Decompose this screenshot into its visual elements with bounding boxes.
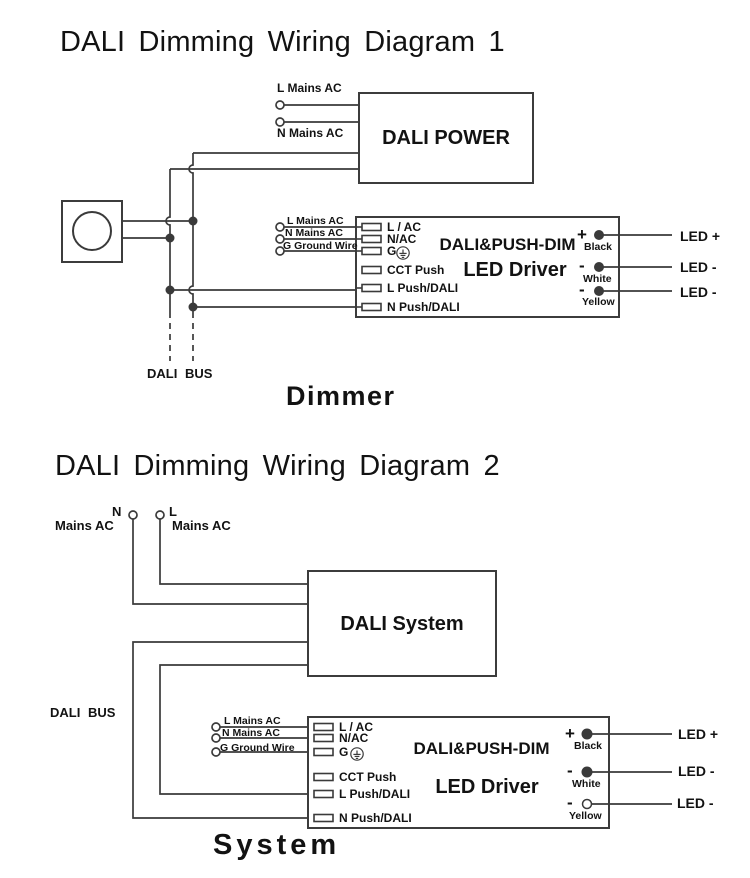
d2-mains-l-label: L (169, 504, 177, 519)
d2-mains-ac-left-label: Mains AC (55, 518, 114, 533)
d2-terminal-label-cct: CCT Push (339, 770, 397, 784)
d2-driver-circle-l (211, 722, 221, 732)
d2-terminal-label-l-ac: L / AC (339, 720, 374, 734)
d2-output-sign-minus2: - (567, 793, 573, 812)
d2-terminal-label-l-push: L Push/DALI (339, 787, 411, 801)
d2-output-color-yellow: Yellow (569, 810, 602, 822)
led-driver-box-1 (355, 216, 620, 318)
d1-input-label-l: L Mains AC (287, 215, 344, 227)
diagram1-title: DALI Dimming Wiring Diagram 1 (60, 26, 505, 58)
d1-led-minus-label2: LED - (680, 284, 717, 300)
dali-system-box: DALI System (307, 570, 497, 677)
d1-terminal-label-cct: CCT Push (387, 263, 445, 277)
d1-caption: Dimmer (286, 381, 396, 411)
d2-driver-circle-n (211, 733, 221, 743)
d2-bus-wire-outer (132, 641, 307, 819)
d1-terminal-label-l-ac: L / AC (387, 220, 422, 234)
diagram2-title: DALI Dimming Wiring Diagram 2 (55, 450, 500, 482)
d2-driver-circle-g (211, 747, 221, 757)
d1-led-plus-label: LED + (680, 228, 721, 244)
d2-terminal-circle-l (155, 510, 165, 520)
d2-led-minus-label2: LED - (677, 795, 714, 811)
d1-output-color-black: Black (584, 241, 613, 253)
d1-bus-vertical-right (188, 153, 194, 318)
d1-terminal-label-n-ac: N/AC (387, 232, 417, 246)
d2-terminal-label-n-ac: N/AC (339, 731, 369, 745)
d2-driver-name-line2: LED Driver (435, 776, 539, 798)
d1-input-label-g: G Ground Wire (283, 240, 358, 252)
d1-driver-name-line2: LED Driver (463, 259, 567, 281)
d2-dali-bus-label: DALI BUS (50, 705, 116, 720)
d2-input-label-n: N Mains AC (222, 727, 280, 739)
d1-driver-circle-l (275, 222, 285, 232)
d1-output-color-white: White (583, 273, 612, 285)
d2-input-label-g: G Ground Wire (220, 742, 295, 754)
d2-led-plus-label: LED + (678, 726, 719, 742)
led-driver-box-2 (307, 716, 610, 829)
d1-power-input-label-n: N Mains AC (277, 126, 344, 140)
dali-power-box: DALI POWER (358, 92, 534, 184)
dali-system-label: DALI System (340, 612, 464, 635)
d2-mains-ac-right-label: Mains AC (172, 518, 231, 533)
d1-led-minus-label1: LED - (680, 259, 717, 275)
d1-output-sign-minus2: - (579, 280, 585, 299)
d2-output-color-white: White (572, 778, 601, 790)
d1-driver-name-line1: DALI&PUSH-DIM (439, 235, 576, 254)
d2-caption: System (213, 829, 341, 861)
d1-output-sign-minus1: - (579, 256, 585, 275)
dali-power-label: DALI POWER (382, 127, 510, 149)
d2-mains-n-label: N (112, 504, 122, 519)
d1-terminal-label-n-push: N Push/DALI (387, 300, 460, 314)
d2-driver-name-line1: DALI&PUSH-DIM (413, 739, 550, 758)
d2-terminal-circle-n (128, 510, 138, 520)
d1-dali-bus-label: DALI BUS (147, 366, 213, 381)
d1-junction-dots (165, 216, 198, 312)
d2-output-sign-plus: + (565, 724, 575, 743)
d2-terminal-label-g: G (339, 745, 349, 759)
d1-terminal-circle-l (275, 100, 285, 110)
d1-terminal-label-g: G (387, 244, 397, 258)
d1-bus-vertical-left (165, 169, 171, 318)
d1-terminal-label-l-push: L Push/DALI (387, 281, 459, 295)
d2-terminal-label-n-push: N Push/DALI (339, 811, 412, 825)
d1-power-input-label-l: L Mains AC (277, 81, 342, 95)
d1-terminal-circle-n (275, 117, 285, 127)
d2-output-color-black: Black (574, 740, 603, 752)
d1-output-color-yellow: Yellow (582, 296, 615, 308)
d2-led-minus-label1: LED - (678, 763, 715, 779)
d2-output-sign-minus1: - (567, 761, 573, 780)
d2-input-label-l: L Mains AC (224, 715, 281, 727)
d1-output-sign-plus: + (577, 225, 587, 244)
d1-input-label-n: N Mains AC (285, 227, 343, 239)
dimmer-box (61, 200, 123, 263)
